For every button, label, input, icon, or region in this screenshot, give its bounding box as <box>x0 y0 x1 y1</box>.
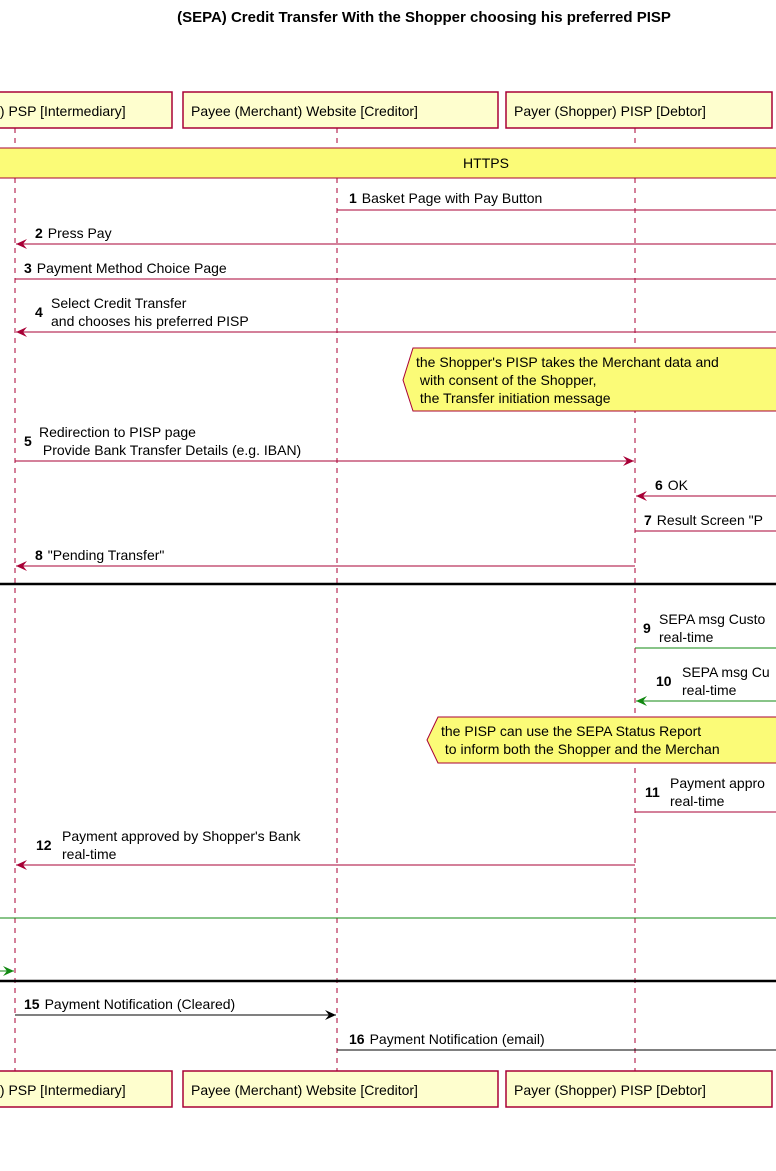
diagram-title: (SEPA) Credit Transfer With the Shopper … <box>177 9 671 26</box>
svg-text:8"Pending Transfer": 8 "Pending Transfer" <box>35 547 164 563</box>
message-label: Provide Bank Transfer Details (e.g. IBAN… <box>39 442 301 458</box>
message-label: OK <box>668 477 689 493</box>
message-label: Payment approved by Shopper's Bank <box>62 828 301 844</box>
https-divider: HTTPS <box>0 147 776 179</box>
message-4: 4 Select Credit Transfer and chooses his… <box>16 295 776 337</box>
participant-label: t) PSP [Intermediary] <box>0 1082 126 1098</box>
divider-label: HTTPS <box>463 155 509 171</box>
message-number: 7 <box>644 512 652 528</box>
message-2: 2 Press Pay <box>16 225 776 249</box>
message-label: Redirection to PISP page <box>39 424 196 440</box>
message-number: 3 <box>24 260 32 276</box>
message-label: Payment Notification (email) <box>370 1031 545 1047</box>
message-label: Payment Notification (Cleared) <box>45 996 236 1012</box>
message-label: real-time <box>670 793 725 809</box>
message-6: 6 OK <box>636 477 776 501</box>
message-number: 6 <box>655 477 663 493</box>
message-label: and chooses his preferred PISP <box>51 313 249 329</box>
svg-text:6OK: 6 OK <box>655 477 689 493</box>
message-7: 7 Result Screen "P <box>635 512 776 532</box>
participant-label: Payee (Merchant) Website [Creditor] <box>191 103 418 119</box>
note-line: the Transfer initiation message <box>416 390 611 406</box>
message-label: SEPA msg Cu <box>682 664 770 680</box>
message-number: 5 <box>24 433 32 449</box>
message-number: 4 <box>35 304 43 320</box>
note-line: with consent of the Shopper, <box>416 372 597 388</box>
message-number: 10 <box>656 673 672 689</box>
participant-psp-top: t) PSP [Intermediary] <box>0 91 173 129</box>
participant-pisp-top: Payer (Shopper) PISP [Debtor] <box>505 91 773 129</box>
note-pisp-takes-data: the Shopper's PISP takes the Merchant da… <box>402 347 776 412</box>
message-5: 5 Redirection to PISP page Provide Bank … <box>15 424 634 466</box>
message-1: 1 Basket Page with Pay Button <box>337 190 776 211</box>
participant-pisp-bottom: Payer (Shopper) PISP [Debtor] <box>505 1070 773 1108</box>
participant-merchant-bottom: Payee (Merchant) Website [Creditor] <box>182 1070 499 1108</box>
message-number: 15 <box>24 996 40 1012</box>
participant-label: Payee (Merchant) Website [Creditor] <box>191 1082 418 1098</box>
message-9: 9 SEPA msg Custo real-time <box>635 611 776 649</box>
participant-label: t) PSP [Intermediary] <box>0 103 126 119</box>
message-number: 16 <box>349 1031 365 1047</box>
message-number: 8 <box>35 547 43 563</box>
message-label: real-time <box>659 629 714 645</box>
message-label: SEPA msg Custo <box>659 611 766 627</box>
participant-label: Payer (Shopper) PISP [Debtor] <box>514 103 706 119</box>
participant-psp-bottom: t) PSP [Intermediary] <box>0 1070 173 1108</box>
message-10: 10 SEPA msg Cu real-time <box>636 664 776 706</box>
message-15: 15 Payment Notification (Cleared) <box>15 996 336 1020</box>
message-label: real-time <box>682 682 737 698</box>
message-12: 12 Payment approved by Shopper's Bank re… <box>16 828 635 870</box>
message-label: Select Credit Transfer <box>51 295 187 311</box>
message-label: Press Pay <box>48 225 112 241</box>
message-3: 3 Payment Method Choice Page <box>15 260 776 280</box>
message-label: real-time <box>62 846 117 862</box>
note-line: the PISP can use the SEPA Status Report <box>441 723 701 739</box>
message-11: 11 Payment appro real-time <box>635 775 776 813</box>
message-number: 2 <box>35 225 43 241</box>
message-label: Result Screen "P <box>657 512 763 528</box>
participant-label: Payer (Shopper) PISP [Debtor] <box>514 1082 706 1098</box>
note-line: to inform both the Shopper and the Merch… <box>441 741 720 757</box>
message-label: "Pending Transfer" <box>48 547 165 563</box>
message-16: 16 Payment Notification (email) <box>337 1031 776 1051</box>
message-label: Payment Method Choice Page <box>37 260 227 276</box>
message-8: 8 "Pending Transfer" <box>16 547 635 571</box>
message-label: Basket Page with Pay Button <box>362 190 543 206</box>
message-number: 9 <box>643 620 651 636</box>
participant-merchant-top: Payee (Merchant) Website [Creditor] <box>182 91 499 129</box>
note-line: the Shopper's PISP takes the Merchant da… <box>416 354 719 370</box>
note-sepa-status-report: the PISP can use the SEPA Status Report … <box>426 716 776 764</box>
message-label: Payment appro <box>670 775 765 791</box>
message-number: 11 <box>645 784 660 800</box>
message-number: 12 <box>36 837 52 853</box>
message-number: 1 <box>349 190 357 206</box>
